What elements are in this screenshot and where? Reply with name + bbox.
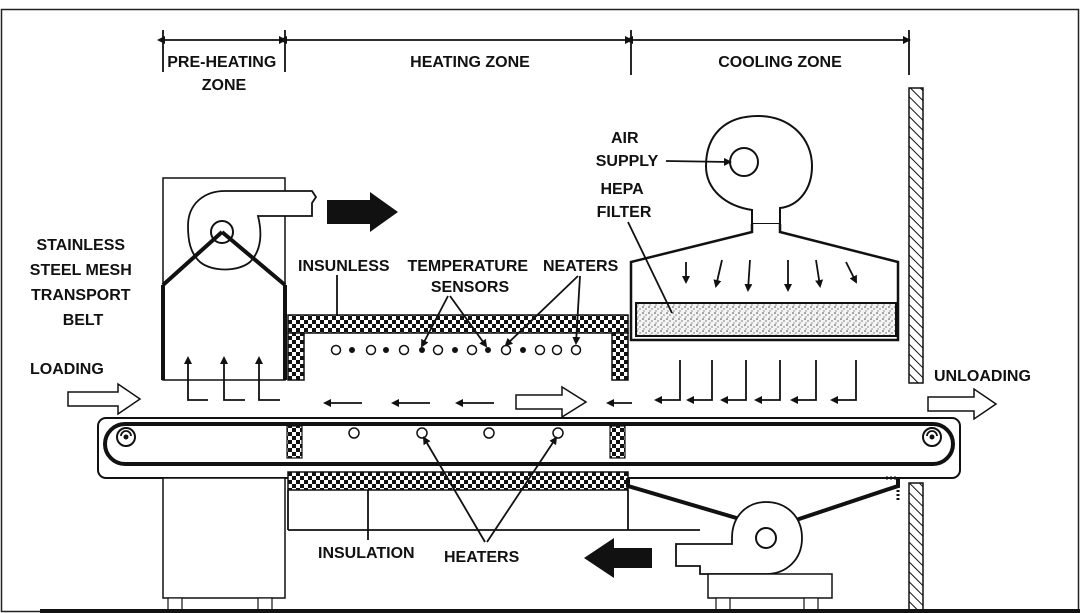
insunless-label: INSUNLESS bbox=[298, 258, 390, 275]
pre-heating-zone-label: PRE-HEATING ZONE bbox=[167, 54, 281, 94]
return-air-arrow-icon bbox=[584, 538, 652, 578]
product-direction-arrow-icon bbox=[515, 385, 588, 419]
cooling-air-supply bbox=[629, 114, 900, 342]
neaters-label: NEATERS bbox=[543, 258, 619, 275]
unloading-label: UNLOADING bbox=[934, 368, 1031, 385]
preheat-airflow-arrows bbox=[184, 356, 280, 401]
insulation-label: INSULATION bbox=[318, 545, 415, 562]
sensor-heater-row bbox=[330, 344, 582, 356]
right-wall-upper bbox=[908, 87, 924, 384]
conveyor-belt bbox=[97, 417, 961, 479]
unloading-arrow-icon bbox=[927, 387, 998, 421]
hood-airflow-arrows bbox=[682, 259, 857, 292]
loading-arrow-icon bbox=[67, 382, 142, 416]
belt-label: STAINLESS STEEL MESH TRANSPORT BELT bbox=[30, 237, 136, 329]
heating-insulation bbox=[287, 314, 629, 381]
cooling-zone-label: COOLING ZONE bbox=[718, 54, 842, 71]
cooling-airflow-arrows bbox=[654, 360, 857, 404]
hepa-filter-label: HEPA FILTER bbox=[597, 181, 652, 221]
zone-dimension-lines bbox=[157, 30, 911, 75]
air-supply-label: AIR SUPPLY bbox=[596, 130, 659, 170]
heaters-label: HEATERS bbox=[444, 549, 520, 566]
loading-label: LOADING bbox=[30, 361, 104, 378]
heating-zone-label: HEATING ZONE bbox=[410, 54, 530, 71]
exhaust-arrow-icon bbox=[327, 192, 398, 232]
temperature-sensors-label: TEMPERATURE SENSORS bbox=[407, 258, 532, 296]
cooling-return-blower bbox=[626, 476, 900, 612]
lower-frame bbox=[162, 471, 700, 612]
right-wall-lower bbox=[908, 482, 924, 613]
